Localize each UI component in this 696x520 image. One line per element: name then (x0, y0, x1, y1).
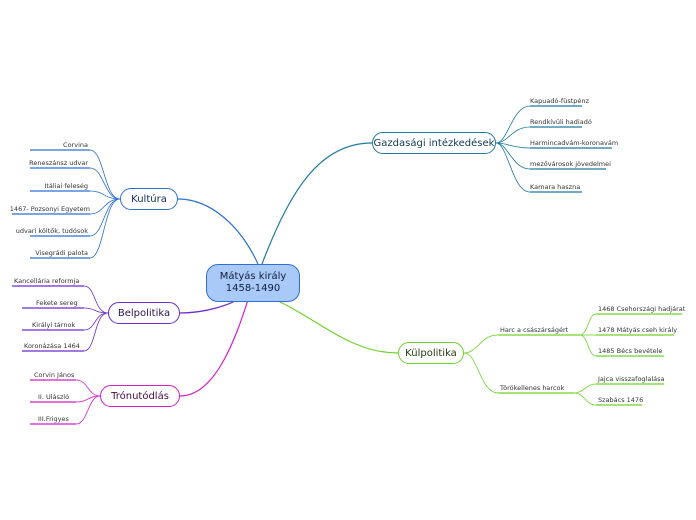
leaf-harmincadvam[interactable]: Harmincadvám-koronavám (530, 139, 619, 147)
root-node[interactable]: Mátyás király 1458-1490 (206, 264, 300, 302)
connector-torok-leaf (573, 392, 597, 406)
connector-kultura-leaf (89, 167, 121, 200)
connector-belpolitika-leaf (83, 312, 109, 331)
leaf-iii-frigyes[interactable]: III.Frigyes (38, 415, 69, 423)
leaf-kancellaria-reformja[interactable]: Kancellária reformja (14, 277, 80, 285)
connector-kultura (177, 198, 259, 265)
connector-kulpolitika (271, 297, 399, 354)
connector-gazdasagi (261, 142, 373, 265)
leaf-mezovarosok[interactable]: mezővárosok jövedelmei (530, 160, 611, 168)
branch-belpolitika[interactable]: Belpolitika (108, 302, 180, 324)
connector-tronutodlas-leaf (75, 379, 101, 397)
connector-gazdasagi-leaf (495, 142, 531, 170)
leaf-kiralyi-tarnok[interactable]: Királyi tárnok (32, 321, 76, 329)
connector-gazdasagi-leaf (495, 105, 531, 144)
connector-kultura-leaf (89, 198, 121, 237)
connector-tronutodlas (179, 299, 249, 397)
connector-gazdasagi-leaf (495, 142, 531, 193)
connector-kultura-leaf (89, 149, 121, 200)
leaf-kapuado[interactable]: Kapuadó-füstpénz (530, 97, 589, 105)
branch-label: Trónutódlás (111, 390, 169, 402)
branch-tronutodlas[interactable]: Trónutódlás (100, 385, 180, 407)
leaf-corvina[interactable]: Corvina (63, 141, 88, 149)
subbranch-harc-a-csaszarsagert[interactable]: Harc a császárságért (500, 326, 569, 334)
leaf-szabacs[interactable]: Szabács 1476 (598, 396, 644, 404)
leaf-csehorszagi-hadjarat[interactable]: 1468 Csehországi hadjárat (598, 305, 686, 313)
leaf-fekete-sereg[interactable]: Fekete sereg (36, 299, 78, 307)
leaf-corvin-janos[interactable]: Corvin János (34, 371, 75, 379)
leaf-reneszansz-udvar[interactable]: Reneszánsz udvar (29, 159, 88, 167)
leaf-visegradi-palota[interactable]: Visegrádi palota (35, 249, 88, 257)
connector-harc-leaf (579, 313, 597, 336)
leaf-matyas-cseh-kiraly[interactable]: 1478 Mátyás cseh király (598, 326, 678, 334)
leaf-koronazasa[interactable]: Koronázása 1464 (24, 342, 80, 350)
connector-kulpolitika-group (463, 334, 499, 354)
leaf-rendkivuli-hadiado[interactable]: Rendkívüli hadiadó (530, 118, 592, 126)
connector-torok-leaf (573, 383, 597, 394)
root-title: Mátyás király (219, 271, 287, 282)
connector-harc-leaf (579, 334, 597, 357)
branch-label: Külpolitika (405, 347, 457, 359)
branch-label: Kultúra (131, 193, 167, 205)
leaf-becs-bevetele[interactable]: 1485 Bécs bevétele (598, 347, 663, 355)
leaf-italiai-feleseg[interactable]: Itáliai feleség (44, 182, 88, 190)
connector-kultura-leaf (89, 198, 121, 259)
branch-gazdasagi-intezkedesek[interactable]: Gazdasági intézkedések (372, 132, 496, 154)
connector-kultura-leaf (89, 190, 121, 200)
branch-kulpolitika[interactable]: Külpolitika (398, 342, 464, 364)
connector-belpolitika-leaf (83, 312, 109, 352)
connector-belpolitika-leaf (83, 307, 109, 314)
connector-tronutodlas-leaf (75, 395, 101, 425)
branch-kultura[interactable]: Kultúra (120, 188, 178, 210)
leaf-jajca-visszafoglalasa[interactable]: Jajca visszafoglalása (598, 375, 665, 383)
branch-label: Gazdasági intézkedések (373, 137, 495, 149)
subbranch-torokellenes-harcok[interactable]: Törökellenes harcok (500, 384, 565, 392)
leaf-kamara-haszna[interactable]: Kamara haszna (530, 183, 581, 191)
leaf-pozsonyi-egyetem[interactable]: 1467- Pozsonyi Egyetem (9, 205, 90, 213)
branch-label: Belpolitika (117, 307, 171, 319)
leaf-ii-ulaszlo[interactable]: II. Ulászló (38, 393, 70, 401)
connector-belpolitika-leaf (83, 285, 109, 314)
connector-gazdasagi-leaf (495, 126, 531, 144)
connector-kulpolitika-group (463, 352, 499, 394)
root-subtitle: 1458-1490 (225, 283, 281, 294)
connector-gazdasagi-leaf (495, 142, 531, 149)
leaf-udvari-koltok[interactable]: udvari költők, tudósok (15, 227, 88, 235)
connectors (12, 105, 682, 425)
